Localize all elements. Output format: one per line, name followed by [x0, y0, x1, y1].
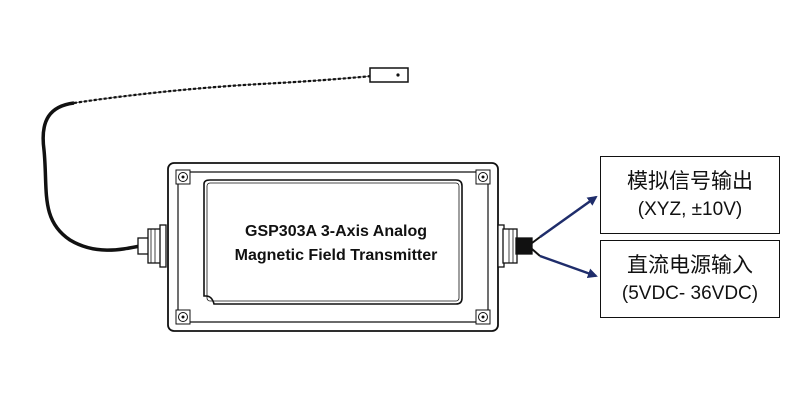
- power-input-box: 直流电源输入 (5VDC- 36VDC): [600, 240, 780, 318]
- sensor-probe: [369, 67, 409, 83]
- power-input-label: 直流电源输入: [627, 253, 753, 277]
- corner-screw-tl-icon: [175, 169, 191, 185]
- power-input-range: (5VDC- 36VDC): [621, 283, 759, 305]
- signal-output-box: 模拟信号输出 (XYZ, ±10V): [600, 156, 780, 234]
- enclosure: [167, 162, 499, 332]
- corner-screw-tr-icon: [475, 169, 491, 185]
- right-cable-gland: [497, 224, 533, 268]
- corner-screw-br-icon: [475, 309, 491, 325]
- device-title-line2: Magnetic Field Transmitter: [234, 247, 438, 264]
- signal-output-label: 模拟信号输出: [627, 169, 753, 193]
- input-arrow: [539, 254, 598, 279]
- device-label: GSP303A 3-Axis Analog Magnetic Field Tra…: [210, 220, 462, 268]
- left-cable-gland: [137, 224, 167, 268]
- output-arrow: [539, 195, 598, 239]
- main-cable: [41, 101, 141, 252]
- device-title-line1: GSP303A 3-Axis Analog: [245, 223, 427, 240]
- signal-output-range: (XYZ, ±10V): [637, 199, 743, 221]
- corner-screw-bl-icon: [175, 309, 191, 325]
